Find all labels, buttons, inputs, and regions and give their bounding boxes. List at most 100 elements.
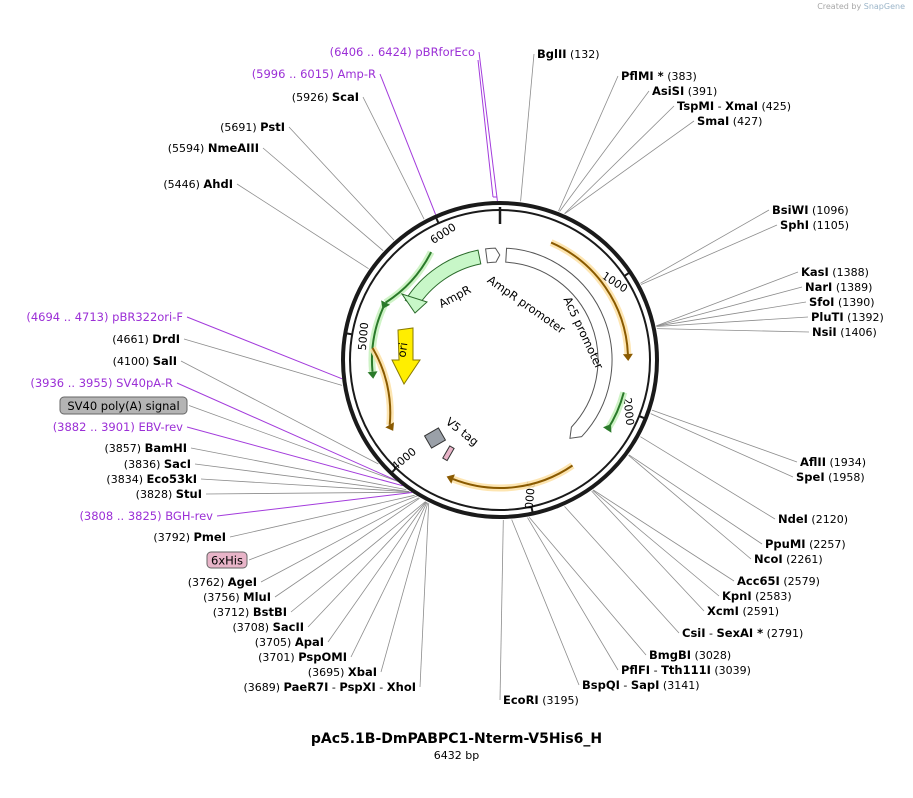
site-leader <box>262 147 384 252</box>
site-leader <box>593 489 735 582</box>
green-seg-upperleft <box>385 251 432 304</box>
site-label-pluti: PluTI (1392) <box>811 310 884 324</box>
site-leader <box>564 506 680 634</box>
site-leader <box>640 224 778 285</box>
site-leader <box>640 209 770 284</box>
site-label-bspqi: BspQI - SapI (3141) <box>582 678 700 692</box>
tick-label: 4000 <box>389 445 419 473</box>
site-label-sali: (4100) SalI <box>113 354 177 368</box>
site-leader <box>558 75 619 212</box>
site-leader <box>528 517 647 656</box>
site-leader <box>362 96 425 220</box>
site-label-apai: (3705) ApaI <box>255 635 324 649</box>
site-label-aflii: AflII (1934) <box>800 455 866 469</box>
site-label-asisi: AsiSI (391) <box>652 84 717 98</box>
site-label-stui: (3828) StuI <box>136 487 202 501</box>
site-label-paer7i: (3689) PaeR7I - PspXI - XhoI <box>243 680 416 694</box>
site-label-scai: (5926) ScaI <box>292 90 359 104</box>
site-label-acc65i: Acc65I (2579) <box>737 574 820 588</box>
site-leader <box>380 502 429 673</box>
site-leader <box>628 454 763 545</box>
site-label-pbrforeco: (6406 .. 6424) pBRforEco <box>330 45 475 59</box>
tick-mark <box>344 331 353 336</box>
site-leader <box>564 120 695 215</box>
site-label-kasi: KasI (1388) <box>801 265 869 279</box>
sv40-callout-text: SV40 poly(A) signal <box>67 399 179 413</box>
orange-cds-bottom <box>452 464 574 489</box>
site-label-ebv-rev: (3882 .. 3901) EBV-rev <box>53 420 183 434</box>
site-label-nari: NarI (1389) <box>805 280 872 294</box>
site-label-ahdi: (5446) AhdI <box>163 177 233 191</box>
orange-cds-top <box>550 241 629 355</box>
site-label-pspomi: (3701) PspOMI <box>258 650 347 664</box>
green-seg-left <box>371 304 386 372</box>
feature-arrowhead <box>603 424 612 433</box>
sv40-callout: SV40 poly(A) signal <box>59 396 188 415</box>
site-leader <box>176 382 397 481</box>
site-leader <box>236 183 369 270</box>
site-leader <box>559 90 650 212</box>
site-label-pmei: (3792) PmeI <box>153 530 226 544</box>
tick-mark <box>638 415 647 420</box>
site-leader <box>628 454 752 560</box>
site-label-bsiwi: BsiWI (1096) <box>772 203 849 217</box>
site-label-nmeaiii: (5594) NmeAIII <box>168 141 259 155</box>
credit-prefix: Created by <box>817 2 862 11</box>
site-label-pbr322ori-f: (4694 .. 4713) pBR322ori-F <box>26 310 183 324</box>
site-leader <box>591 490 705 612</box>
site-leader <box>290 501 426 613</box>
tick-label: 5000 <box>356 322 371 351</box>
site-label-drdi: (4661) DrdI <box>112 332 180 346</box>
site-leader <box>248 495 419 561</box>
site-leader <box>527 517 619 671</box>
site-label-mlui: (3756) MluI <box>203 590 271 604</box>
site-label-sv40pa-r: (3936 .. 3955) SV40pA-R <box>30 376 173 390</box>
site-leader <box>216 492 413 517</box>
tick-mark <box>389 467 397 475</box>
site-leader <box>186 426 403 487</box>
site-leader <box>656 316 809 327</box>
site-leader <box>640 436 776 520</box>
snapgene-credit: Created by SnapGene <box>817 2 905 11</box>
site-label-sphi: SphI (1105) <box>780 218 849 232</box>
site-leader <box>180 360 379 465</box>
v5-tag-box <box>423 427 447 449</box>
site-label-bgh-rev: (3808 .. 3825) BGH-rev <box>79 509 213 523</box>
plasmid-size: 6432 bp <box>433 749 480 762</box>
site-leader <box>205 491 410 495</box>
site-leader <box>183 338 343 386</box>
sv40-callout-box <box>59 396 188 415</box>
site-leader <box>379 73 437 215</box>
ampr-promoter-arrow <box>485 247 501 264</box>
site-label-ncoi: NcoI (2261) <box>754 552 823 566</box>
site-leader <box>186 316 343 380</box>
site-label-xbai: (3695) XbaI <box>308 665 377 679</box>
site-label-sfoi: SfoI (1390) <box>809 295 875 309</box>
site-label-pflmi: PflMI * (383) <box>621 69 697 83</box>
feature-arrowhead <box>381 300 391 309</box>
site-leader <box>194 463 409 492</box>
site-leader <box>656 328 810 333</box>
site-leader <box>350 502 428 658</box>
site-leader <box>656 301 807 327</box>
tick-mark <box>434 215 440 224</box>
site-leader <box>327 501 427 643</box>
site-leader <box>288 126 395 241</box>
site-leader <box>478 51 498 202</box>
site-label-amp-r: (5996 .. 6015) Amp-R <box>252 67 376 81</box>
site-leader <box>511 519 580 686</box>
site-label-spei: SpeI (1958) <box>796 470 865 484</box>
site-leader <box>190 447 407 490</box>
site-leader <box>656 271 799 327</box>
his-callout-text: 6xHis <box>211 554 243 568</box>
site-label-kpni: KpnI (2583) <box>722 589 792 603</box>
site-label-bglii: BglII (132) <box>537 47 600 61</box>
site-label-tspmi: TspMI - XmaI (425) <box>677 99 791 113</box>
tick-mark <box>623 270 632 277</box>
site-label-nsii: NsiI (1406) <box>812 325 877 339</box>
site-label-smai: SmaI (427) <box>697 114 762 128</box>
site-label-agei: (3762) AgeI <box>188 575 257 589</box>
feature-arrowhead <box>385 422 394 431</box>
